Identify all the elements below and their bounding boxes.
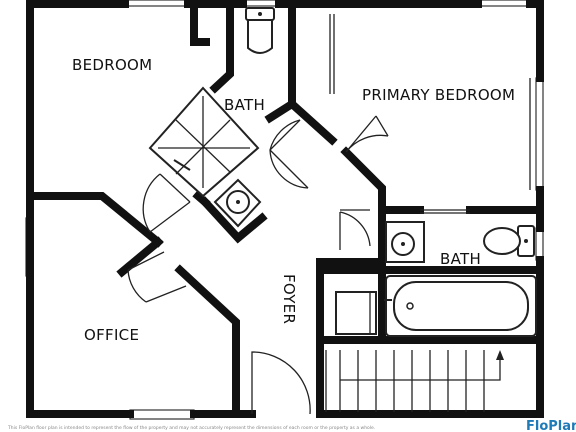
window-office-bottom xyxy=(129,409,195,420)
room-label-bath-upper: BATH xyxy=(224,96,265,114)
sink-lower-icon xyxy=(385,221,425,263)
toilet-lower-icon xyxy=(483,225,535,257)
room-label-primary-bedroom: PRIMARY BEDROOM xyxy=(362,86,515,104)
footer-disclaimer: This FloPlan floor plan is intended to r… xyxy=(7,425,375,431)
shower-icon xyxy=(148,86,260,198)
fixtures xyxy=(148,7,537,412)
doors xyxy=(127,14,531,415)
room-label-bedroom: BEDROOM xyxy=(72,56,152,74)
walls xyxy=(26,0,544,418)
window-primary-right xyxy=(535,77,544,191)
toilet-upper-icon xyxy=(245,7,275,54)
sink-upper-icon xyxy=(213,178,262,228)
brand-logo: FloPlan xyxy=(526,419,576,432)
window-bedroom-top xyxy=(124,0,189,7)
room-label-office: OFFICE xyxy=(84,326,139,344)
bathtub-icon xyxy=(384,275,537,337)
window-bath-top xyxy=(242,0,280,7)
room-labels: BEDROOM BATH PRIMARY BEDROOM OFFICE BATH… xyxy=(72,56,515,344)
room-label-foyer: FOYER xyxy=(280,274,298,324)
window-bath-right xyxy=(535,227,544,261)
room-label-bath-lower: BATH xyxy=(440,250,481,268)
stairs-icon xyxy=(325,350,504,412)
cabinet-icon xyxy=(335,291,377,335)
window-primary-top xyxy=(477,0,531,7)
